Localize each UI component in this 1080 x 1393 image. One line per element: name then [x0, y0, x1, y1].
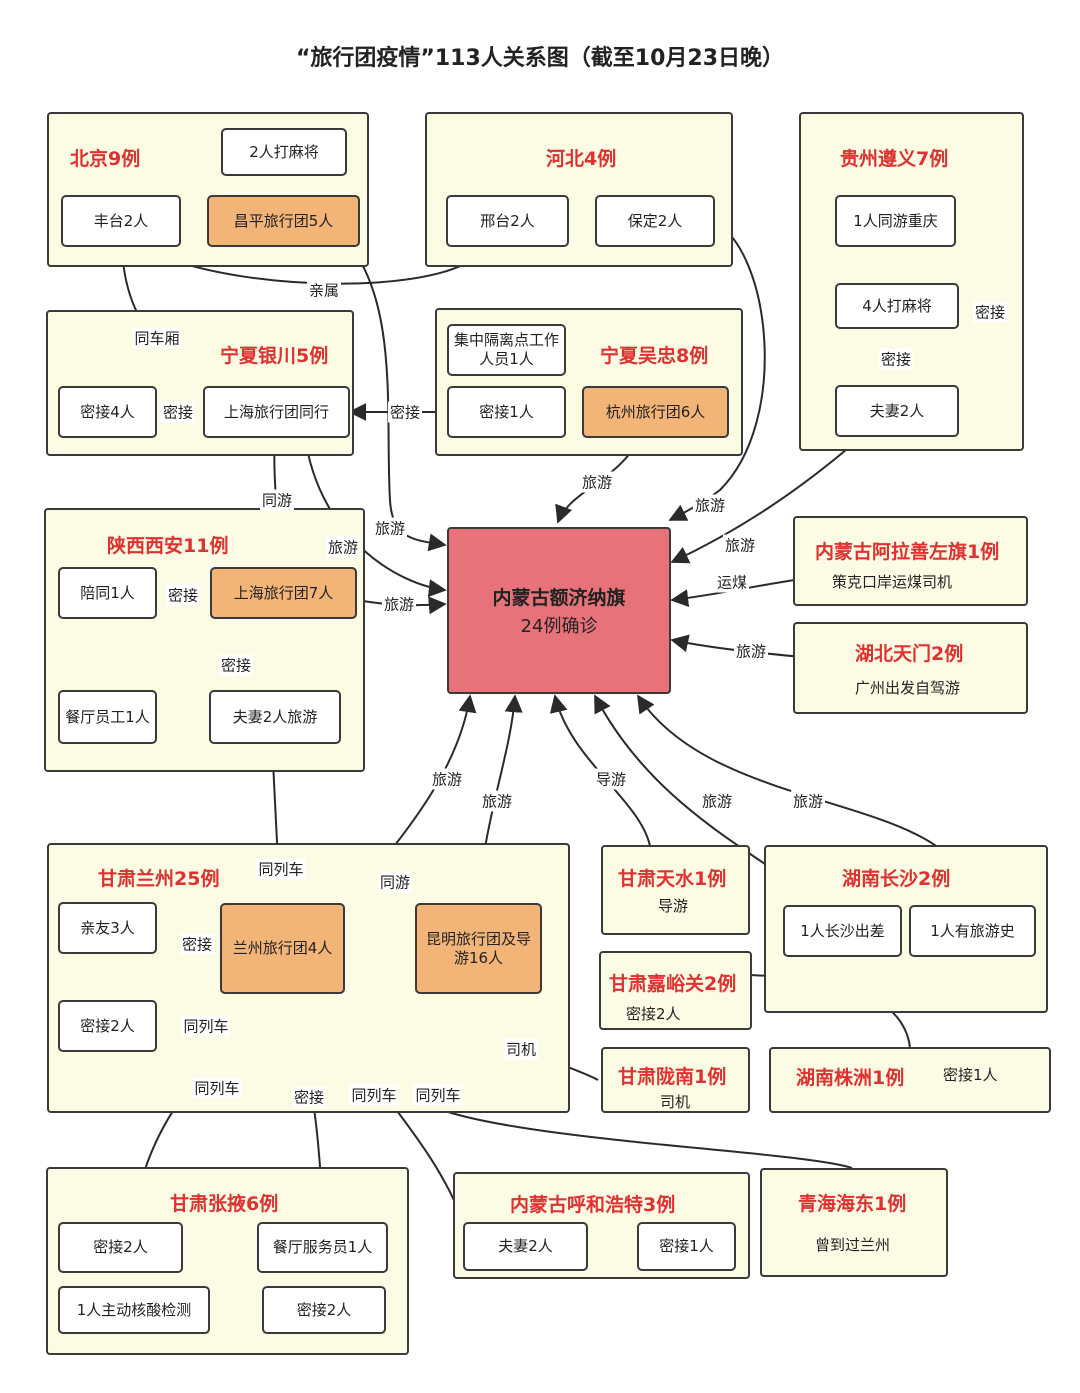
region-beijing-name: 北京9例: [70, 148, 141, 170]
region-hebei-name: 河北4例: [546, 148, 617, 170]
node-xingtai: 邢台2人: [446, 195, 569, 247]
label-lvyou-changping: 旅游: [372, 517, 408, 539]
label-lvyou-changsha2: 旅游: [790, 790, 826, 812]
edge-zunyi-center: [670, 437, 861, 564]
label-tonglieche-haidong: 同列车: [413, 1084, 463, 1106]
node-fengtai: 丰台2人: [61, 195, 181, 247]
label-mijie-restaurant: 密接: [218, 654, 254, 676]
label-mijie-zunyi-r: 密接: [972, 301, 1008, 323]
node-lanzhou-group: 兰州旅行团4人: [220, 903, 345, 994]
region-yinchuan-name: 宁夏银川5例: [220, 345, 329, 367]
edge-changping-center: [344, 239, 447, 552]
zhuzhou-note: 密接1人: [943, 1066, 998, 1084]
node-zhangye-mijie2-a: 密接2人: [58, 1222, 183, 1273]
node-shanghai-tongxing: 上海旅行团同行: [203, 386, 350, 438]
node-quarantine-staff: 集中隔离点工作人员1人: [447, 324, 566, 376]
label-lvyou-zunyi: 旅游: [722, 534, 758, 556]
node-hohhot-mijie1: 密接1人: [637, 1222, 736, 1271]
region-zhuzhou-name: 湖南株洲1例: [796, 1067, 905, 1089]
region-zhangye-name: 甘肃张掖6例: [170, 1193, 279, 1215]
label-mijie-peitong: 密接: [165, 584, 201, 606]
node-zhangye-nat-test: 1人主动核酸检测: [58, 1286, 210, 1334]
edge-baoding-center: [668, 221, 766, 521]
tianmen-note: 广州出发自驾游: [855, 679, 961, 697]
node-zunyi-couple: 夫妻2人: [835, 385, 959, 437]
node-kunming-group: 昆明旅行团及导游16人: [415, 903, 542, 994]
node-changsha-travel: 1人有旅游史: [909, 905, 1036, 957]
region-jiayuguan: [599, 951, 752, 1030]
label-tonglieche-mijie2: 同列车: [181, 1015, 231, 1037]
label-lvyou-shanghai7: 旅游: [381, 593, 417, 615]
label-siji: 司机: [503, 1038, 539, 1060]
node-changsha-business: 1人长沙出差: [783, 905, 902, 957]
region-hohhot-name: 内蒙古呼和浩特3例: [510, 1194, 676, 1216]
label-mijie-zhangye: 密接: [291, 1086, 327, 1108]
node-wuzhong-mijie1: 密接1人: [447, 386, 566, 438]
label-mijie-qinyou: 密接: [179, 933, 215, 955]
region-haidong-name: 青海海东1例: [798, 1193, 907, 1215]
node-zunyi-chongqing: 1人同游重庆: [835, 195, 956, 247]
node-hangzhou-group: 杭州旅行团6人: [582, 386, 729, 438]
label-tongyou-kunming: 同游: [377, 871, 413, 893]
label-mijie-yinchuan: 密接: [160, 401, 196, 423]
node-zhangye-mijie2-b: 密接2人: [262, 1286, 386, 1334]
label-mijie-wuzhong: 密接: [387, 401, 423, 423]
region-changsha-name: 湖南长沙2例: [842, 868, 951, 890]
tianshui-note: 导游: [658, 897, 689, 915]
label-yunmei: 运煤: [714, 571, 750, 593]
node-changping-group: 昌平旅行团5人: [207, 195, 360, 247]
region-zhuzhou: [769, 1047, 1051, 1113]
center-ejina: 内蒙古额济纳旗 24例确诊: [447, 527, 671, 694]
region-longnan-name: 甘肃陇南1例: [618, 1066, 727, 1088]
center-count: 24例确诊: [520, 616, 598, 637]
node-shanghai-group-7: 上海旅行团7人: [210, 567, 357, 619]
label-lvyou-kunming: 旅游: [479, 790, 515, 812]
region-tianshui-name: 甘肃天水1例: [618, 868, 727, 890]
region-longnan: [601, 1047, 750, 1113]
longnan-note: 司机: [660, 1093, 691, 1111]
region-lanzhou-name: 甘肃兰州25例: [98, 868, 220, 890]
node-lanzhou-mijie2: 密接2人: [58, 1000, 157, 1052]
center-title: 内蒙古额济纳旗: [492, 587, 626, 609]
node-beijing-mahjong: 2人打麻将: [221, 128, 347, 176]
label-daoyou: 导游: [593, 768, 629, 790]
node-xian-peitong: 陪同1人: [58, 567, 157, 619]
label-lvyou-changsha: 旅游: [699, 790, 735, 812]
label-tonglieche-zhangye: 同列车: [192, 1077, 242, 1099]
label-tongchexiang: 同车厢: [132, 327, 182, 349]
label-mijie-zunyi-v: 密接: [878, 348, 914, 370]
node-baoding: 保定2人: [595, 195, 715, 247]
region-tianmen-name: 湖北天门2例: [855, 643, 964, 665]
region-haidong: [760, 1168, 948, 1277]
node-zhangye-restaurant: 餐厅服务员1人: [257, 1222, 388, 1273]
region-jiayuguan-name: 甘肃嘉峪关2例: [609, 973, 737, 995]
region-tianmen: [793, 622, 1028, 714]
node-zunyi-mahjong: 4人打麻将: [835, 283, 959, 329]
label-lvyou-tongxing: 旅游: [325, 536, 361, 558]
label-qinshu: 亲属: [306, 279, 342, 301]
haidong-note: 曾到过兰州: [815, 1236, 891, 1254]
node-yinchuan-mijie4: 密接4人: [58, 386, 157, 438]
region-zunyi-name: 贵州遵义7例: [840, 148, 949, 170]
label-lvyou-tianmen: 旅游: [733, 640, 769, 662]
label-tonglieche-hohhot: 同列车: [349, 1084, 399, 1106]
label-tongyou-shanghai: 同游: [259, 489, 295, 511]
region-wuzhong-name: 宁夏吴忠8例: [600, 345, 709, 367]
label-lvyou-lanzhou: 旅游: [429, 768, 465, 790]
node-hohhot-couple: 夫妻2人: [463, 1222, 588, 1271]
label-lvyou-baoding: 旅游: [692, 494, 728, 516]
node-restaurant-staff: 餐厅员工1人: [58, 690, 157, 744]
page-title: “旅行团疫情”113人关系图（截至10月23日晚）: [295, 46, 785, 71]
region-xian-name: 陕西西安11例: [107, 535, 229, 557]
node-lanzhou-qinyou: 亲友3人: [58, 902, 157, 954]
region-alxa: [793, 516, 1028, 606]
region-alxa-name: 内蒙古阿拉善左旗1例: [815, 541, 1000, 563]
label-tonglieche-xian: 同列车: [256, 858, 306, 880]
label-lvyou-hangzhou: 旅游: [579, 471, 615, 493]
alxa-note: 策克口岸运煤司机: [832, 573, 953, 591]
region-tianshui: [601, 845, 750, 935]
node-xian-couple: 夫妻2人旅游: [209, 690, 341, 744]
jiayuguan-note: 密接2人: [626, 1005, 681, 1023]
